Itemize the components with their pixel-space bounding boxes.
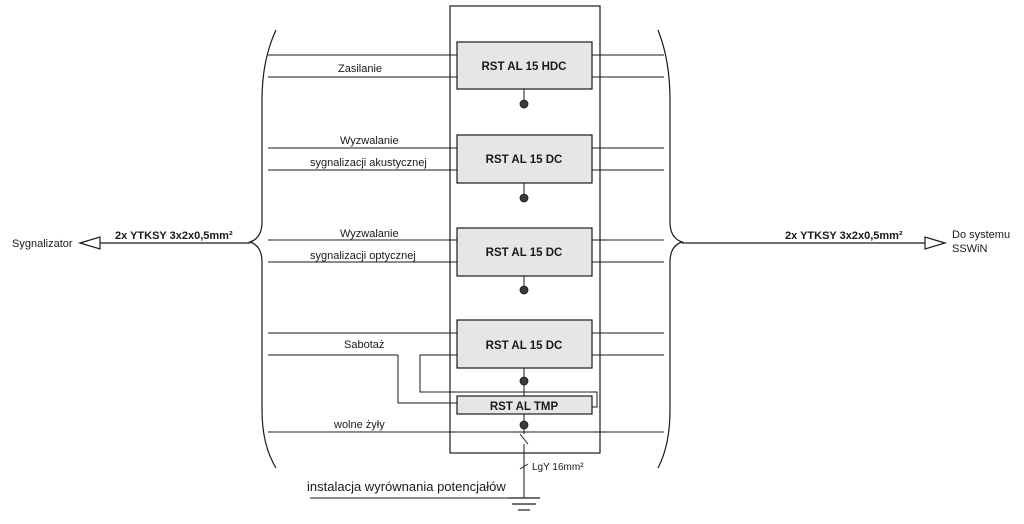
line-label-optical-1: Wyzwalanie <box>340 228 399 240</box>
line-label-acoustic-1: Wyzwalanie <box>340 135 399 147</box>
right-cable-label: 2x YTKSY 3x2x0,5mm² <box>785 230 903 242</box>
terminal-icon <box>519 193 529 203</box>
right-cable-bracket <box>657 29 684 469</box>
ground-connection: LgY 16mm² instalacja wyrównania potencja… <box>307 429 584 511</box>
terminal-icon <box>519 420 529 430</box>
equipotential-label: instalacja wyrównania potencjałów <box>307 479 506 494</box>
spare-wires: wolne żyły <box>268 419 664 433</box>
line-label-spare: wolne żyły <box>333 419 385 431</box>
module-acoustic: RST AL 15 DC Wyzwalanie sygnalizacji aku… <box>268 134 664 203</box>
tamper-module-label: RST AL TMP <box>490 401 559 413</box>
terminal-icon <box>519 376 529 386</box>
left-cable-label: 2x YTKSY 3x2x0,5mm² <box>115 230 233 242</box>
line-label-acoustic-2: sygnalizacji akustycznej <box>310 157 427 169</box>
module-label: RST AL 15 DC <box>486 154 563 166</box>
right-arrow-icon <box>924 236 948 250</box>
line-label-tamper: Sabotaż <box>344 339 384 351</box>
right-device-label-2: SSWiN <box>952 243 988 255</box>
module-label: RST AL 15 HDC <box>482 61 567 73</box>
left-cable-bracket <box>248 29 277 469</box>
ground-cable-label: LgY 16mm² <box>532 462 584 473</box>
tamper-module: RST AL TMP <box>456 395 593 430</box>
module-power: RST AL 15 HDC Zasilanie <box>268 41 664 109</box>
module-optical: RST AL 15 DC Wyzwalanie sygnalizacji opt… <box>268 227 664 295</box>
left-device-label: Sygnalizator <box>12 238 73 250</box>
module-tamper-line: RST AL 15 DC Sabotaż <box>268 319 664 408</box>
right-device-label-1: Do systemu <box>952 229 1010 241</box>
module-label: RST AL 15 DC <box>486 247 563 259</box>
module-label: RST AL 15 DC <box>486 340 563 352</box>
line-label-power: Zasilanie <box>338 63 382 75</box>
terminal-icon <box>519 285 529 295</box>
left-arrow-icon <box>77 236 101 250</box>
terminal-icon <box>519 99 529 109</box>
enclosure <box>449 5 601 454</box>
line-label-optical-2: sygnalizacji optycznej <box>310 250 416 262</box>
